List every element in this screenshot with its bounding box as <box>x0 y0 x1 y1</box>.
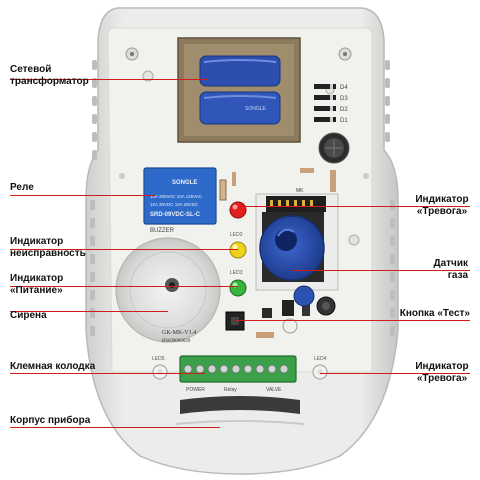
leader-siren <box>10 311 168 312</box>
label-relay: Реле <box>10 182 34 193</box>
leader-terminal <box>10 373 205 374</box>
buzzer-label: BUZZER <box>150 228 175 234</box>
terminal-label-valve: VALVE <box>266 387 282 393</box>
leader-test-button <box>236 320 470 321</box>
relay: SONGLE 10A 250VAC 10A 125VAC 10A 30VDC 1… <box>143 167 217 225</box>
diode-array: D4 D3 D2 D1 <box>314 84 348 124</box>
label-power-line1: Индикатор <box>10 273 64 284</box>
label-transformer-line2: трансформатор <box>10 76 89 87</box>
leader-transformer <box>10 79 208 80</box>
label-transformer: Сетевой трансформатор <box>10 64 89 88</box>
label-alarm-indicator-top: Индикатор «Тревога» <box>410 194 474 218</box>
mains-transformer: SONGLE <box>177 37 301 143</box>
led-label-led4: LED4 <box>314 356 327 362</box>
leader-gas-sensor <box>292 270 470 271</box>
label-gas-sensor: Датчик газа <box>412 258 468 282</box>
led-alarm-top <box>229 201 247 219</box>
label-terminal-block: Клемная колодка <box>10 361 96 372</box>
electrolytic-capacitor <box>318 132 350 164</box>
diode-label-d3: D3 <box>340 96 348 102</box>
label-alarm-bottom-line1: Индикатор <box>415 361 469 372</box>
diode-label-d2: D2 <box>340 107 348 113</box>
leader-alarm-top <box>240 206 470 207</box>
relay-brand: SONGLE <box>172 180 197 186</box>
label-gas-sensor-line1: Датчик <box>433 258 468 269</box>
led-fault <box>229 241 247 259</box>
led-left-bottom <box>152 364 168 380</box>
label-housing: Корпус прибора <box>10 415 91 426</box>
led-label-led2: LED2 <box>230 232 243 238</box>
leader-housing <box>10 427 220 428</box>
led-alarm-bottom <box>312 364 328 380</box>
pcb-model-marking: GK-MK-V1.4 <box>162 330 196 336</box>
terminal-block: POWER Relay VALVE <box>179 355 297 393</box>
terminal-label-relay: Relay <box>224 387 237 393</box>
diode-label-d1: D1 <box>340 118 348 124</box>
pcb-code-marking: HW09060020 <box>162 339 191 344</box>
transformer-marking: SONGLE <box>245 106 267 112</box>
label-alarm-top-line1: Индикатор <box>415 194 469 205</box>
relay-text-2: 10A 30VDC 10A 28VDC <box>150 202 199 207</box>
led-label-led5: LED5 <box>152 356 165 362</box>
led-power <box>229 279 247 297</box>
label-gas-sensor-line2: газа <box>447 270 468 281</box>
module-label: MK <box>296 188 304 194</box>
label-power-indicator: Индикатор «Питание» <box>10 273 63 297</box>
leader-power <box>10 286 238 287</box>
led-label-led3: LED3 <box>230 270 243 276</box>
terminal-label-power: POWER <box>186 387 205 393</box>
label-alarm-bottom-line2: «Тревога» <box>416 373 468 384</box>
gas-sensor-module: MK <box>255 188 339 291</box>
label-test-button: Кнопка «Тест» <box>399 308 470 319</box>
label-power-line2: «Питание» <box>10 285 63 296</box>
label-transformer-line1: Сетевой <box>10 64 52 75</box>
small-components <box>219 168 336 338</box>
relay-text-1: 10A 250VAC 10A 125VAC <box>150 194 203 199</box>
diode-label-d4: D4 <box>340 85 348 91</box>
label-siren: Сирена <box>10 310 47 321</box>
label-alarm-indicator-bottom: Индикатор «Тревога» <box>410 361 474 385</box>
leader-fault <box>10 249 238 250</box>
label-alarm-top-line2: «Тревога» <box>416 206 468 217</box>
leader-relay <box>10 195 155 196</box>
test-button[interactable] <box>225 311 245 331</box>
leader-alarm-bottom <box>320 373 470 374</box>
bottom-vent-slot <box>180 396 300 414</box>
relay-model: SRD-09VDC-SL-C <box>150 212 201 218</box>
small-capacitors <box>282 285 336 334</box>
label-fault-line1: Индикатор <box>10 236 64 247</box>
label-fault-line2: неисправность <box>10 248 86 259</box>
label-fault-indicator: Индикатор неисправность <box>10 236 86 260</box>
